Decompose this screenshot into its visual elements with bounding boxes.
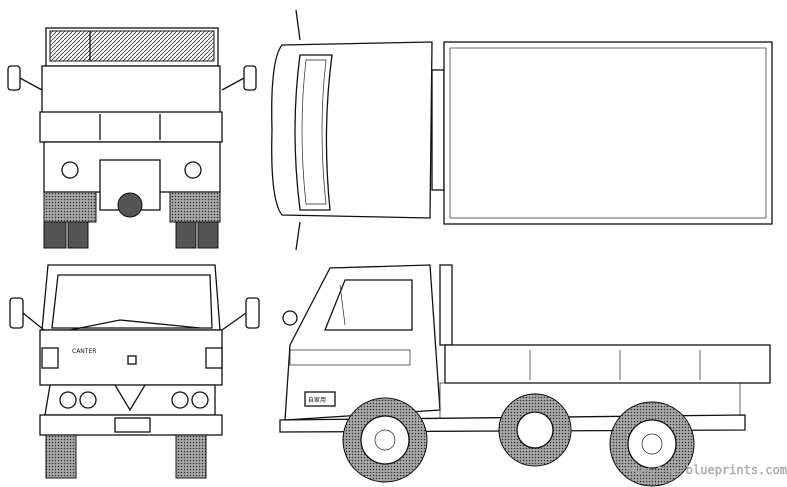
front-view: CANTER	[9, 264, 260, 479]
front-wheel	[342, 397, 428, 483]
truck-bed-top	[443, 41, 773, 225]
rear-wheel	[609, 401, 695, 487]
mirror-right	[243, 65, 257, 91]
plate-text: 自家用	[308, 396, 326, 404]
middle-wheel	[498, 393, 572, 467]
watermark: www.the-blueprints.com	[628, 463, 787, 477]
rear-view	[7, 27, 257, 249]
canter-badge: CANTER	[72, 348, 96, 355]
side-view: 自家用	[279, 264, 771, 487]
top-view	[271, 9, 773, 251]
mirror-left	[7, 65, 21, 91]
truck-bed-side	[444, 344, 771, 384]
